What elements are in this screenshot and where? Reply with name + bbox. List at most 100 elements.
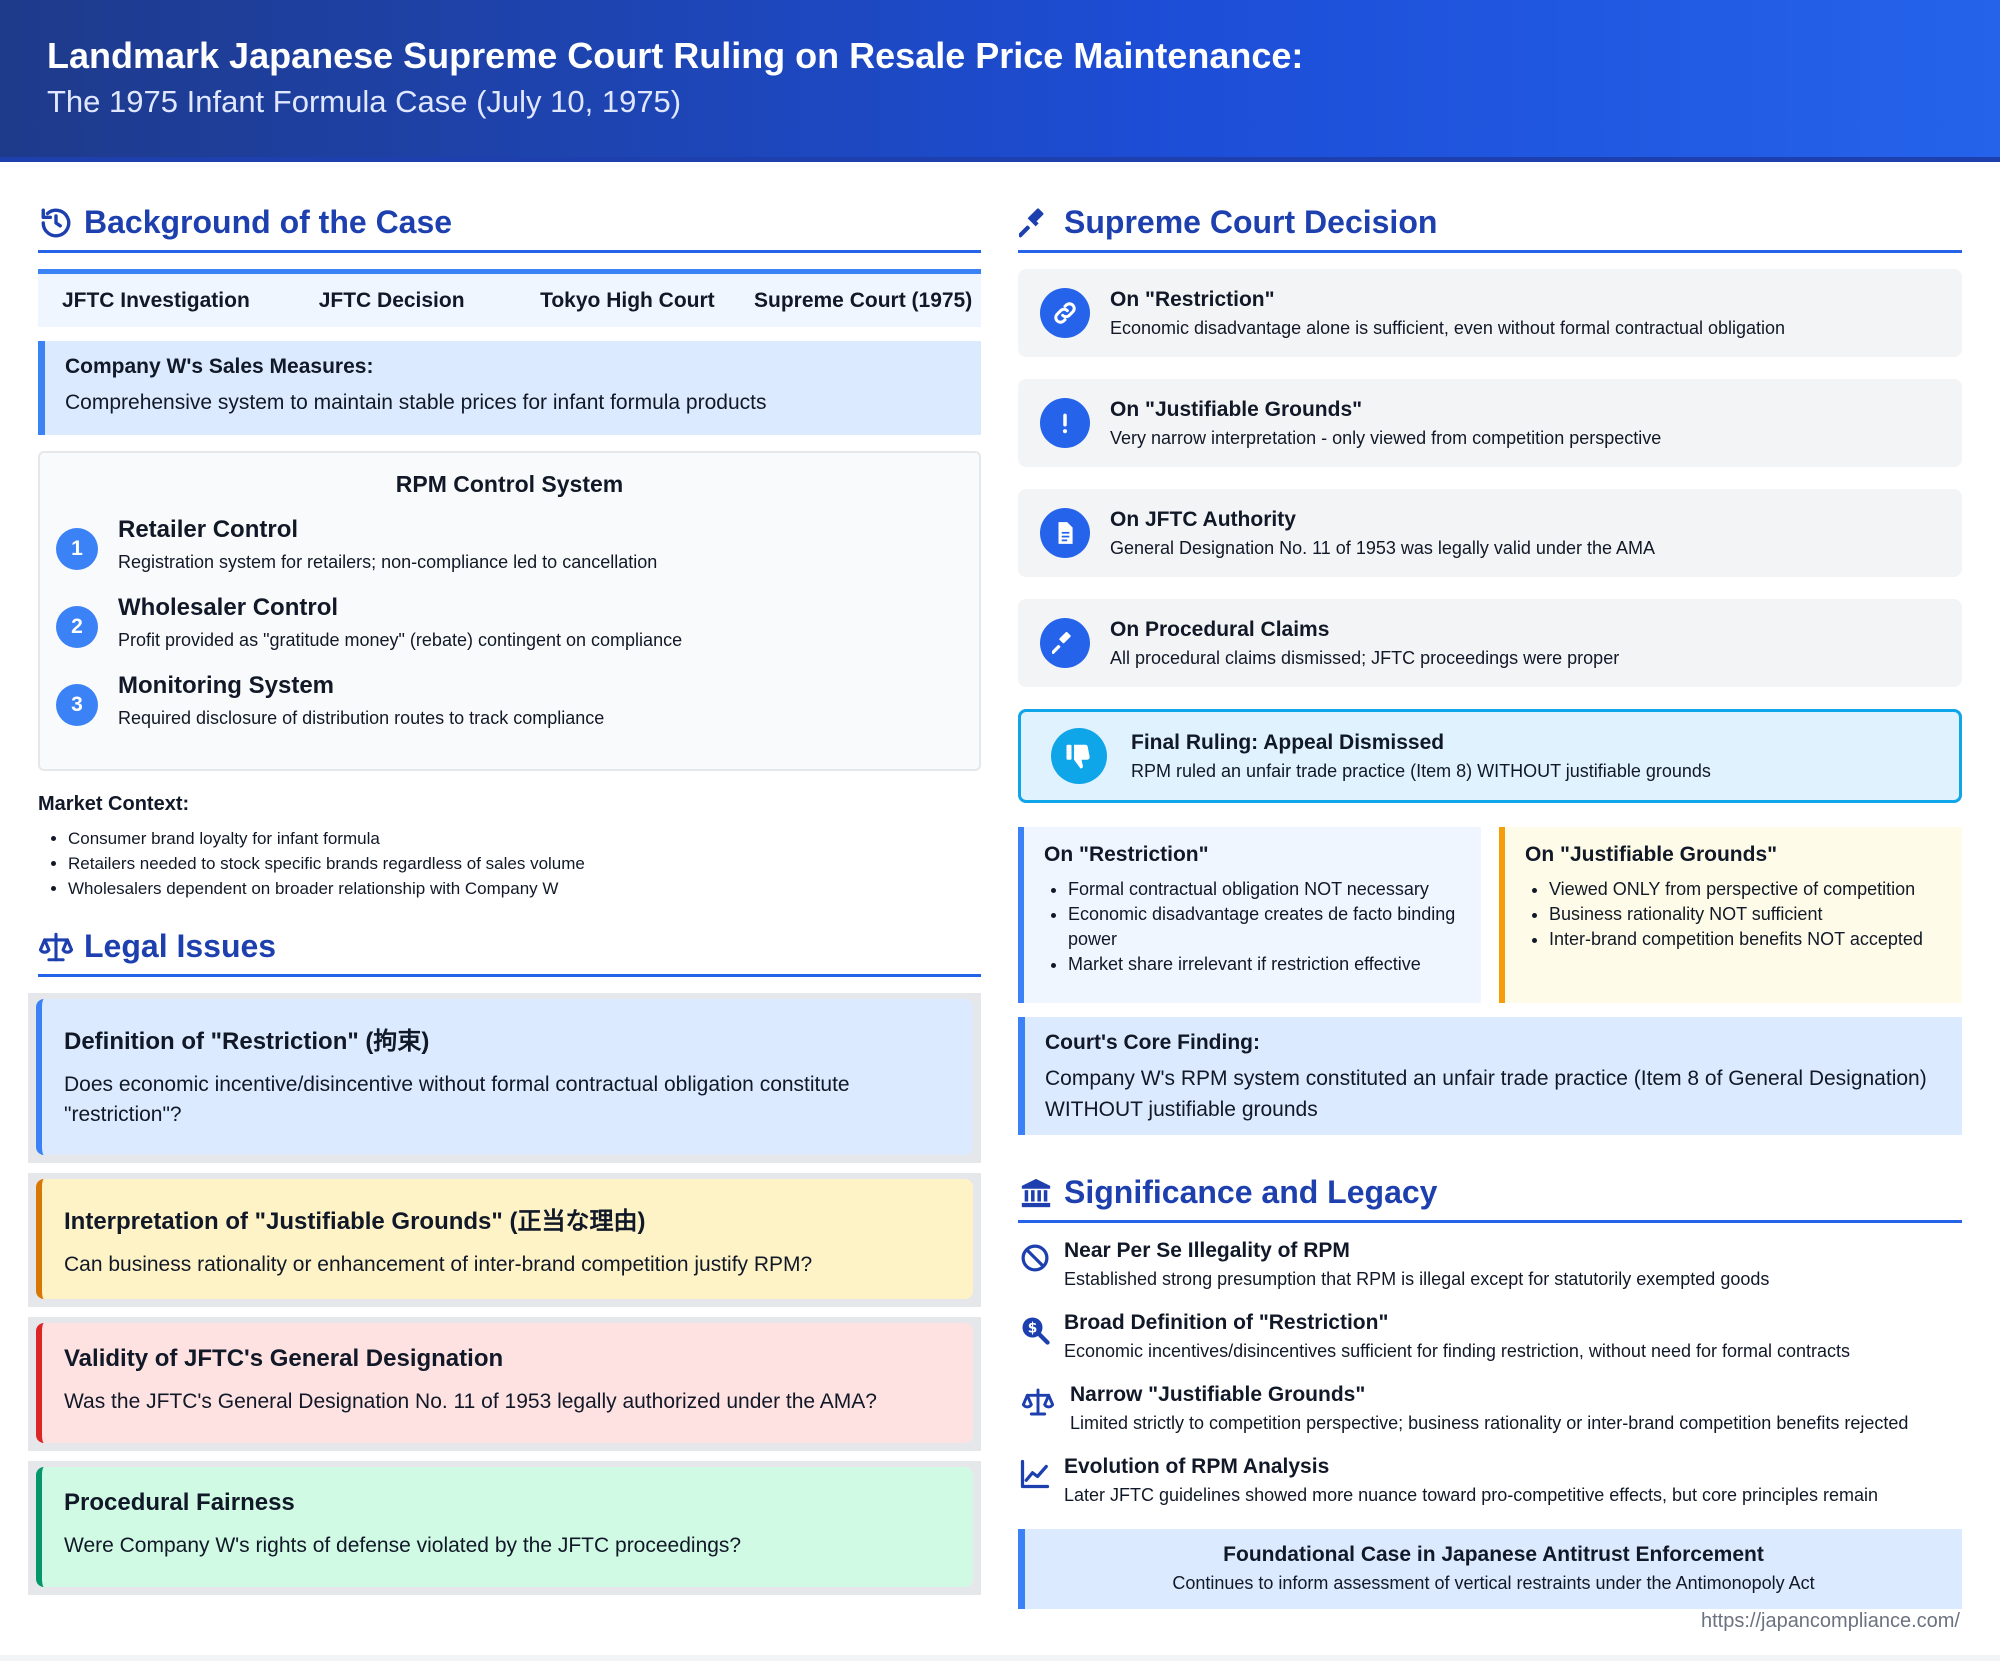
decision-heading: On Procedural Claims <box>1110 617 1330 641</box>
step-number-3: 3 <box>56 684 98 726</box>
holding-details: On "Restriction" Formal contractual obli… <box>1018 827 1962 1003</box>
issue-card-general-designation: Validity of JFTC's General Designation W… <box>28 1317 981 1451</box>
issue-heading: Definition of "Restriction" (拘束) <box>64 1028 430 1055</box>
page-title: Landmark Japanese Supreme Court Ruling o… <box>47 35 1304 76</box>
issue-heading: Procedural Fairness <box>64 1489 295 1516</box>
significance-text: Economic incentives/disincentives suffic… <box>1064 1341 1851 1361</box>
rpm-item-heading: Retailer Control <box>118 516 299 543</box>
background-section-header: Background of the Case <box>38 195 981 253</box>
tab-supreme-court[interactable]: Supreme Court (1975) <box>754 288 973 312</box>
legal-title: Legal Issues <box>84 928 277 964</box>
tab-jftc-decision[interactable]: JFTC Decision <box>318 288 465 312</box>
bottom-divider <box>0 1655 2000 1661</box>
timeline-tabs: JFTC Investigation JFTC Decision Tokyo H… <box>38 269 981 327</box>
issue-text: Does economic incentive/disincentive wit… <box>64 1073 850 1126</box>
market-context: Market Context: Consumer brand loyalty f… <box>38 793 981 901</box>
rpm-item-heading: Wholesaler Control <box>118 594 339 621</box>
market-context-list: Consumer brand loyalty for infant formul… <box>38 826 981 901</box>
page-subtitle: The 1975 Infant Formula Case (July 10, 1… <box>47 84 682 119</box>
issue-card-restriction: Definition of "Restriction" (拘束) Does ec… <box>28 993 981 1163</box>
gavel-icon <box>1040 618 1090 668</box>
decision-title: Supreme Court Decision <box>1064 204 1438 240</box>
issue-card-justifiable-grounds: Interpretation of "Justifiable Grounds" … <box>28 1173 981 1307</box>
chart-line-icon <box>1018 1457 1052 1491</box>
core-finding-text: Company W's RPM system constituted an un… <box>1045 1067 1927 1121</box>
significance-text: Established strong presumption that RPM … <box>1064 1269 1770 1289</box>
left-column: Background of the Case JFTC Investigatio… <box>28 195 981 1595</box>
step-number-1: 1 <box>56 528 98 570</box>
foundational-heading: Foundational Case in Japanese Antitrust … <box>1223 1543 1764 1566</box>
list-item: Inter-brand competition benefits NOT acc… <box>1549 927 1942 952</box>
issue-heading: Interpretation of "Justifiable Grounds" … <box>64 1208 646 1235</box>
significance-title: Significance and Legacy <box>1064 1174 1438 1210</box>
foundational-text: Continues to inform assessment of vertic… <box>1172 1573 1815 1593</box>
restriction-holding-list: Formal contractual obligation NOT necess… <box>1044 877 1461 977</box>
tab-jftc-investigation[interactable]: JFTC Investigation <box>61 288 250 312</box>
significance-text: Later JFTC guidelines showed more nuance… <box>1064 1485 1879 1505</box>
tab-tokyo-high-court[interactable]: Tokyo High Court <box>540 288 715 312</box>
rpm-item-heading: Monitoring System <box>118 672 335 699</box>
decision-text: All procedural claims dismissed; JFTC pr… <box>1110 647 1620 668</box>
restriction-holding-box: On "Restriction" Formal contractual obli… <box>1018 827 1481 1003</box>
restriction-holding-heading: On "Restriction" <box>1044 843 1209 866</box>
list-item: Consumer brand loyalty for infant formul… <box>68 826 981 851</box>
decision-heading: On JFTC Authority <box>1110 507 1296 531</box>
list-item: Wholesalers dependent on broader relatio… <box>68 876 981 901</box>
decision-text: Very narrow interpretation - only viewed… <box>1110 427 1662 448</box>
page-header: Landmark Japanese Supreme Court Ruling o… <box>0 0 2000 162</box>
sales-measures-text: Comprehensive system to maintain stable … <box>65 391 767 414</box>
justifiable-holding-list: Viewed ONLY from perspective of competit… <box>1525 877 1942 952</box>
market-context-heading: Market Context: <box>38 793 190 815</box>
search-dollar-icon: $ <box>1018 1313 1052 1347</box>
core-finding-heading: Court's Core Finding: <box>1045 1031 1260 1054</box>
issue-text: Can business rationality or enhancement … <box>64 1253 813 1276</box>
decision-section-header: Supreme Court Decision <box>1018 195 1962 253</box>
final-ruling-text: RPM ruled an unfair trade practice (Item… <box>1131 760 1711 781</box>
issue-text: Was the JFTC's General Designation No. 1… <box>64 1390 877 1413</box>
scales-icon <box>1018 1385 1058 1419</box>
decision-heading: On "Justifiable Grounds" <box>1110 397 1363 421</box>
justifiable-holding-box: On "Justifiable Grounds" Viewed ONLY fro… <box>1499 827 1962 1003</box>
thumbs-down-icon <box>1051 728 1107 784</box>
significance-heading: Evolution of RPM Analysis <box>1064 1455 1330 1478</box>
decision-heading: On "Restriction" <box>1110 287 1275 311</box>
significance-per-se: Near Per Se Illegality of RPM Established… <box>1018 1239 1962 1311</box>
list-item: Viewed ONLY from perspective of competit… <box>1549 877 1942 902</box>
decision-text: General Designation No. 11 of 1953 was l… <box>1110 537 1655 558</box>
list-item: Market share irrelevant if restriction e… <box>1068 952 1461 977</box>
list-item: Economic disadvantage creates de facto b… <box>1068 902 1461 952</box>
step-number-2: 2 <box>56 606 98 648</box>
decision-restriction: On "Restriction"Economic disadvantage al… <box>1018 269 1962 357</box>
significance-broad-restriction: $ Broad Definition of "Restriction"Econo… <box>1018 1311 1962 1383</box>
rpm-item-text: Registration system for retailers; non-c… <box>118 552 658 572</box>
source-url[interactable]: https://japancompliance.com/ <box>1700 1610 1960 1632</box>
significance-heading: Near Per Se Illegality of RPM <box>1064 1239 1350 1262</box>
rpm-item-text: Required disclosure of distribution rout… <box>118 708 605 728</box>
significance-text: Limited strictly to competition perspect… <box>1070 1413 1909 1433</box>
gavel-icon <box>1018 205 1054 241</box>
sales-measures-callout: Company W's Sales Measures: Comprehensiv… <box>38 341 981 435</box>
rpm-title: RPM Control System <box>395 471 624 497</box>
foundational-case-callout: Foundational Case in Japanese Antitrust … <box>1018 1529 1962 1609</box>
right-column: Supreme Court Decision On "Restriction"E… <box>1018 195 1962 1609</box>
ban-icon <box>1018 1241 1052 1275</box>
significance-heading: Narrow "Justifiable Grounds" <box>1070 1383 1366 1406</box>
link-icon <box>1040 288 1090 338</box>
list-item: Business rationality NOT sufficient <box>1549 902 1942 927</box>
list-item: Retailers needed to stock specific brand… <box>68 851 981 876</box>
significance-narrow-grounds: Narrow "Justifiable Grounds" Limited stri… <box>1018 1383 1962 1455</box>
svg-text:$: $ <box>1028 1321 1038 1337</box>
legal-section-header: Legal Issues <box>38 919 981 977</box>
significance-section-header: Significance and Legacy <box>1018 1165 1962 1223</box>
issue-card-procedural-fairness: Procedural Fairness Were Company W's rig… <box>28 1461 981 1595</box>
final-ruling-heading: Final Ruling: Appeal Dismissed <box>1131 730 1445 754</box>
sales-measures-heading: Company W's Sales Measures: <box>65 355 374 378</box>
